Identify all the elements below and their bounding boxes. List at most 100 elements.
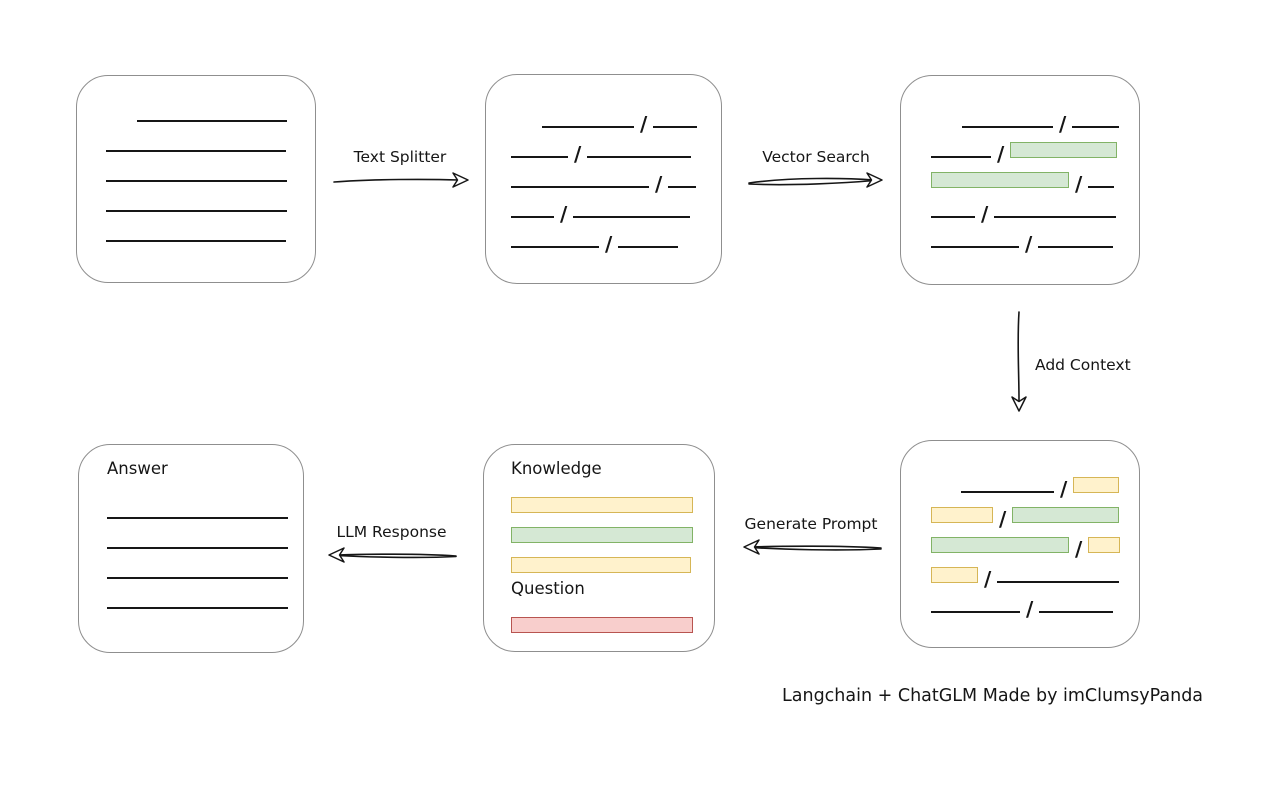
text-line [573,216,691,218]
chunk-row: / [931,158,1139,194]
document-lines [77,76,315,242]
yellow-chunk [511,497,693,513]
text-line [587,156,692,158]
text-line [137,120,287,122]
text-line [931,216,975,218]
slash-separator: / [655,172,663,196]
chunk-row [106,122,315,152]
text-line [962,126,1053,128]
text-line [1038,246,1114,248]
chunk-row: / [511,98,721,136]
chunk-row: / [931,463,1139,501]
left-arrow-icon [328,547,457,563]
yellow-chunk [511,557,691,573]
text-line [106,210,287,212]
chunk-row [106,212,315,242]
chunk-row [106,92,315,122]
green-chunk [931,537,1069,553]
text-line [511,156,568,158]
text-line [997,581,1120,583]
text-line [511,216,554,218]
chunk-row: / [931,553,1139,591]
search-result-lines: ///// [901,76,1139,256]
prompt-box: Knowledge Question [483,444,715,652]
chunk-row: / [511,128,721,166]
slash-separator: / [1060,477,1068,501]
slash-separator: / [999,507,1007,531]
chunk-row: / [931,188,1139,224]
slash-separator: / [1026,597,1034,621]
text-line [994,216,1117,218]
yellow-chunk [931,567,978,583]
vector-search-arrow: Vector Search [746,146,886,192]
text-line [511,246,599,248]
context-chunk-lines: / / / / / [901,441,1139,621]
green-chunk [931,172,1069,188]
text-line [542,126,634,128]
document-box [76,75,316,283]
green-chunk [1012,507,1120,523]
answer-lines [107,489,303,609]
green-chunk [1010,142,1118,158]
chunk-row [106,152,315,182]
chunk-row [107,519,303,549]
chunk-row [106,182,315,212]
split-chunk-lines: / / / / / [486,75,721,256]
text-line [1072,126,1120,128]
text-line [106,180,287,182]
text-line [106,150,286,152]
slash-separator: / [984,567,992,591]
text-line [653,126,698,128]
slash-separator: / [1075,537,1083,561]
chunk-row [511,483,714,513]
left-arrow-icon [743,539,882,555]
text-line [931,611,1020,613]
arrow-label: Vector Search [762,148,870,166]
chunk-row [511,543,714,573]
slash-separator: / [640,112,648,136]
generate-prompt-arrow: Generate Prompt [738,513,884,559]
knowledge-bars [511,483,714,573]
slash-separator: / [560,202,568,226]
text-line [107,607,288,609]
chunk-row: / [931,523,1139,561]
chunk-row: / [931,98,1139,134]
text-line [668,186,697,188]
green-chunk [511,527,693,543]
text-line [931,156,991,158]
llm-response-arrow: LLM Response [324,521,459,567]
text-splitter-arrow: Text Splitter [332,146,469,192]
add-context-label: Add Context [1035,356,1131,374]
answer-box: Answer [78,444,304,653]
slash-separator: / [605,232,613,256]
right-arrow-icon [333,172,469,188]
text-line [107,547,288,549]
text-line [107,517,288,519]
text-line [618,246,679,248]
chunk-row: / [931,493,1139,531]
chunk-row [107,579,303,609]
yellow-chunk [931,507,993,523]
text-line [106,240,286,242]
chunk-row [107,549,303,579]
slash-separator: / [574,142,582,166]
chunk-row [107,489,303,519]
yellow-chunk [1073,477,1120,493]
arrow-label: Generate Prompt [744,515,878,533]
knowledge-label: Knowledge [511,459,602,478]
split-chunks-box: / / / / / [485,74,722,284]
arrow-label: Text Splitter [353,148,447,166]
red-chunk [511,617,693,633]
text-line [107,577,288,579]
chunk-row: / [931,218,1139,256]
chunk-row [511,513,714,543]
arrow-label: LLM Response [336,523,447,541]
down-arrow-icon [1011,311,1027,412]
chunk-row: / [511,158,721,196]
slash-separator: / [1025,232,1033,256]
text-line [961,491,1054,493]
answer-label: Answer [107,459,168,478]
slash-separator: / [997,142,1005,166]
right-arrow-icon [748,172,883,188]
